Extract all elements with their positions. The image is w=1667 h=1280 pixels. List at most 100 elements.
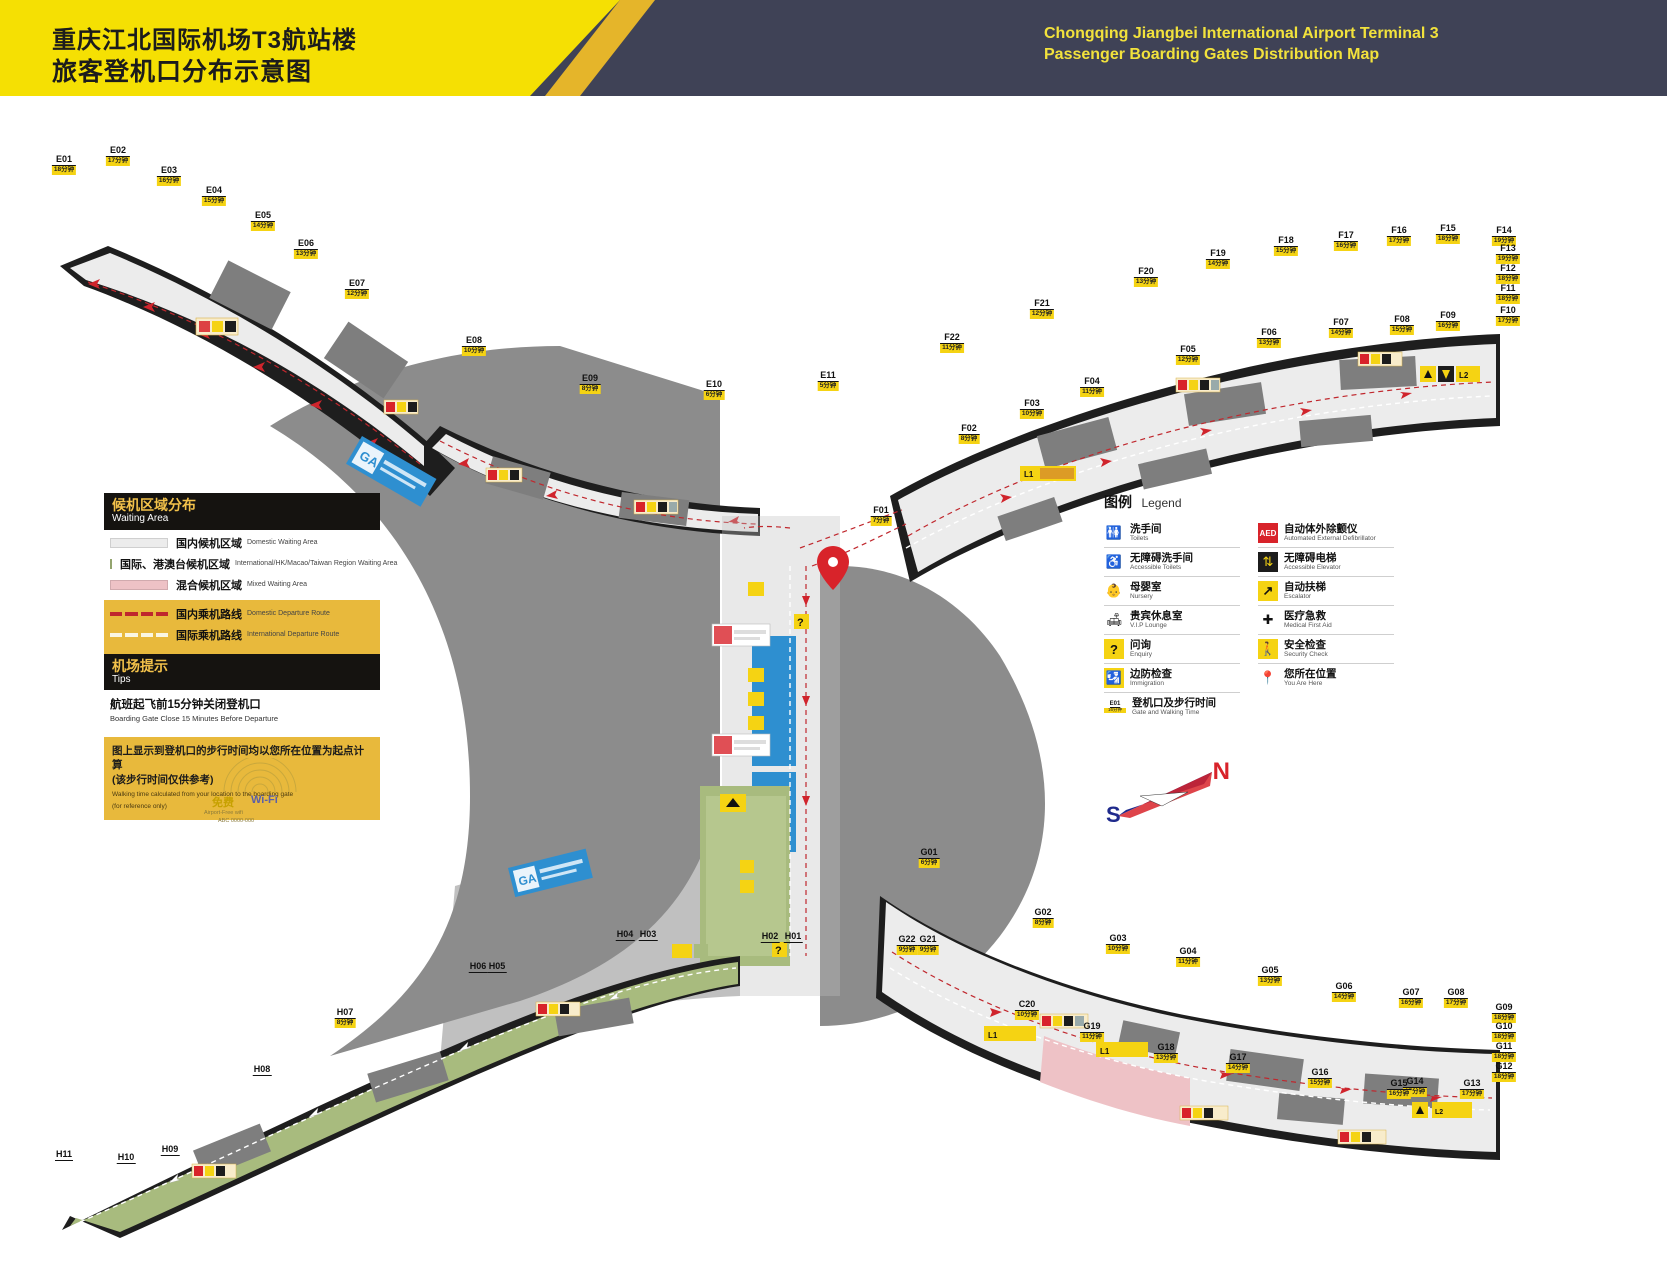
gate-label-h02[interactable]: H02: [760, 932, 780, 943]
gate-label-h03[interactable]: H03: [638, 930, 658, 941]
gate-walking-time: 16分钟: [1398, 999, 1424, 1008]
gate-code: G02: [1032, 907, 1054, 919]
gate-label-h08[interactable]: H08: [252, 1065, 272, 1076]
concourse-southwest: GA: [62, 848, 740, 1238]
gate-code: F07: [1328, 318, 1354, 329]
gate-label-h05[interactable]: H05: [487, 962, 507, 973]
legend-item-label-cn: 无障碍洗手间: [1130, 552, 1193, 565]
legend-item-label-cn: 医疗急救: [1284, 610, 1326, 623]
gate-label-h10[interactable]: H10: [116, 1153, 136, 1164]
legend-item-label-en: Security Check: [1284, 651, 1328, 659]
terminal-map[interactable]: GA: [0, 96, 1667, 1280]
gate-code: E05: [250, 211, 276, 222]
gate-code: G22: [896, 934, 918, 946]
gate-walking-time: 15分钟: [201, 197, 227, 206]
gate-code: G18: [1153, 1043, 1179, 1054]
gate-walking-time: 17分钟: [1386, 237, 1412, 246]
gate-code: E03: [156, 166, 182, 177]
gate-walking-time: 14分钟: [1225, 1064, 1251, 1073]
gate-label-h04[interactable]: H04: [615, 930, 635, 941]
nursery-icon: 👶: [1104, 581, 1124, 601]
free-wifi-badge: 免费 Wi-Fi Airport-Free wifi ABC 0000-000: [196, 758, 308, 836]
gate-code: G16: [1307, 1068, 1333, 1079]
gate-walking-time: 7分钟: [870, 517, 892, 526]
gate-label-h11[interactable]: H11: [54, 1150, 74, 1161]
gate-code: F05: [1175, 345, 1201, 356]
note-en-line2: (for reference only): [112, 803, 167, 811]
gate-label-h06[interactable]: H06: [468, 962, 488, 973]
gate-code: F01: [870, 506, 892, 517]
gate-walking-time: 10分钟: [1105, 945, 1131, 954]
gate-code: E06: [293, 239, 319, 250]
waiting-area-heading-cn: 候机区域分布: [112, 497, 196, 513]
legend-item-label-en: Escalator: [1284, 593, 1312, 601]
legend-title-cn: 图例: [1104, 494, 1132, 510]
gate-label-h01[interactable]: H01: [783, 932, 803, 943]
gate-code: G11: [1491, 1042, 1517, 1053]
legend-title: 图例 Legend: [1104, 492, 1394, 512]
gate-label-h09[interactable]: H09: [160, 1145, 180, 1156]
compass-south-label: S: [1106, 802, 1121, 827]
legend-row-mixed-area: 混合候机区域 Mixed Waiting Area: [110, 577, 380, 593]
legend-item-label-cn: 贵宾休息室: [1130, 610, 1183, 623]
